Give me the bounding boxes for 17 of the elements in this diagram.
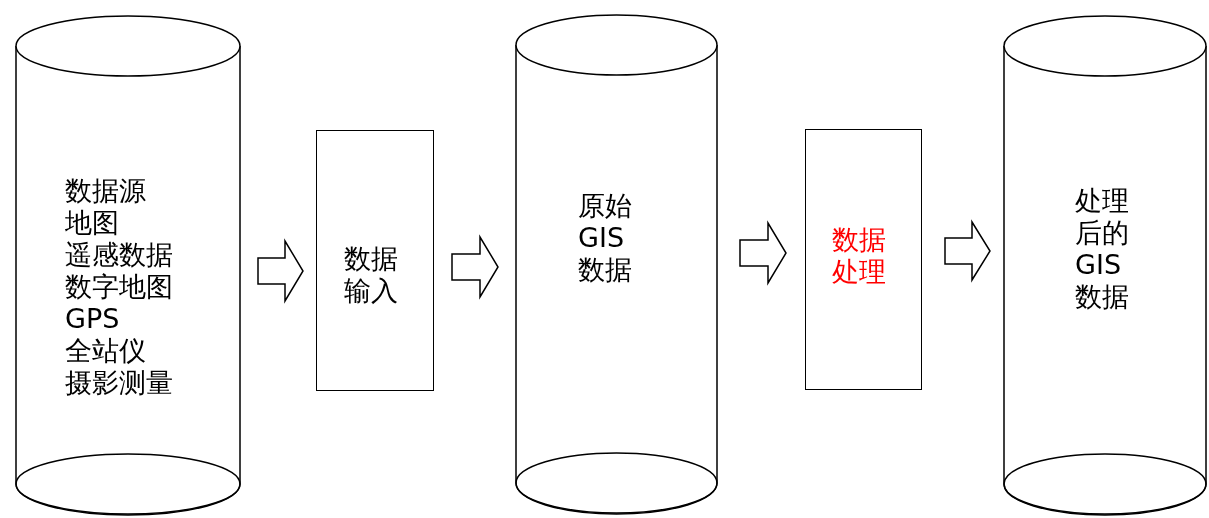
process-box — [805, 129, 922, 390]
node-label: 遥感数据 — [65, 239, 173, 271]
node-label: 原始GIS数据 — [578, 190, 633, 286]
block-arrow — [257, 238, 304, 304]
block-arrow — [944, 219, 991, 283]
node-label: 摄影测量 — [65, 367, 173, 399]
node-label: 全站仪 — [65, 335, 146, 367]
node-label: GPS — [65, 303, 120, 335]
block-arrow — [739, 220, 787, 286]
node-label: 地图 — [65, 207, 119, 239]
node-label: 数据输入 — [344, 243, 399, 307]
node-label: 数据处理 — [832, 224, 887, 288]
block-arrow — [451, 234, 499, 300]
process-box — [316, 130, 434, 391]
node-label: 数字地图 — [65, 271, 173, 303]
node-label: 数据源 — [65, 175, 146, 207]
node-label: 处理后的GIS数据 — [1075, 185, 1130, 313]
